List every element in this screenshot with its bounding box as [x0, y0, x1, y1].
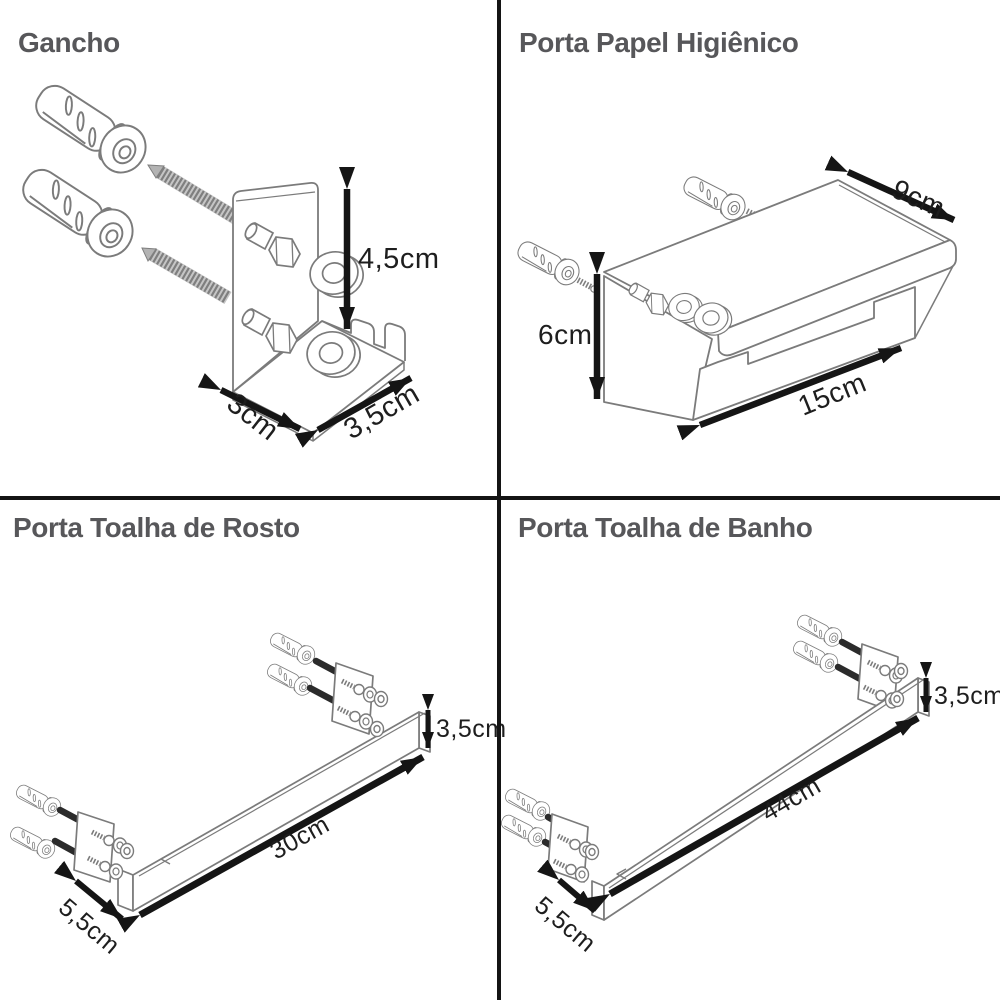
- dim-label-depth: 5,5cm: [529, 891, 601, 958]
- dim-label-height: 3,5cm: [934, 682, 1000, 710]
- dim-label-height: 3,5cm: [436, 715, 507, 743]
- washer-drawing: [893, 662, 909, 680]
- panel-title-toalha-banho: Porta Toalha de Banho: [518, 512, 813, 543]
- toalha-banho-drawing: 3,5cm 44cm 5,5cm: [497, 610, 1000, 958]
- wall-anchor-drawing: [6, 822, 59, 862]
- wall-anchor-drawing: [679, 170, 750, 225]
- washer-drawing: [889, 690, 905, 708]
- washer-drawing: [373, 690, 389, 708]
- wall-anchor-drawing: [12, 157, 143, 267]
- dimension-arrows-toalha-rosto: [53, 694, 434, 933]
- wall-anchor-drawing: [266, 628, 319, 668]
- dimension-arrows-gancho: [197, 167, 413, 448]
- toalha-rosto-drawing: 3,5cm 30cm 5,5cm: [6, 628, 507, 960]
- gancho-drawing: 4,5cm 3cm 3,5cm: [12, 73, 439, 448]
- horizontal-divider: [0, 496, 1000, 500]
- washer-drawing: [369, 720, 385, 738]
- dim-label-depth: 5,5cm: [53, 893, 125, 960]
- washer-drawing: [584, 843, 600, 861]
- panel-title-gancho: Gancho: [18, 27, 120, 58]
- wall-anchor-drawing: [12, 780, 65, 820]
- wall-anchor-drawing: [263, 659, 316, 699]
- wall-anchor-drawing: [513, 235, 584, 290]
- dimension-arrows-porta-papel: [589, 155, 956, 441]
- washer-drawing: [119, 842, 135, 860]
- wall-anchor-drawing: [25, 73, 156, 183]
- dim-label-height: 4,5cm: [358, 243, 439, 275]
- panel-title-toalha-rosto: Porta Toalha de Rosto: [13, 512, 300, 543]
- towel-bar-drawing: [547, 643, 930, 921]
- dim-label-height: 6cm: [538, 319, 592, 350]
- screw-drawing: [147, 164, 250, 230]
- panel-title-porta-papel: Porta Papel Higiênico: [519, 27, 799, 58]
- porta-papel-drawing: 9cm 6cm 15cm: [513, 155, 957, 441]
- vertical-divider: [497, 0, 501, 1000]
- screw-drawing: [141, 247, 232, 305]
- dimension-arrows-toalha-banho: [537, 662, 932, 914]
